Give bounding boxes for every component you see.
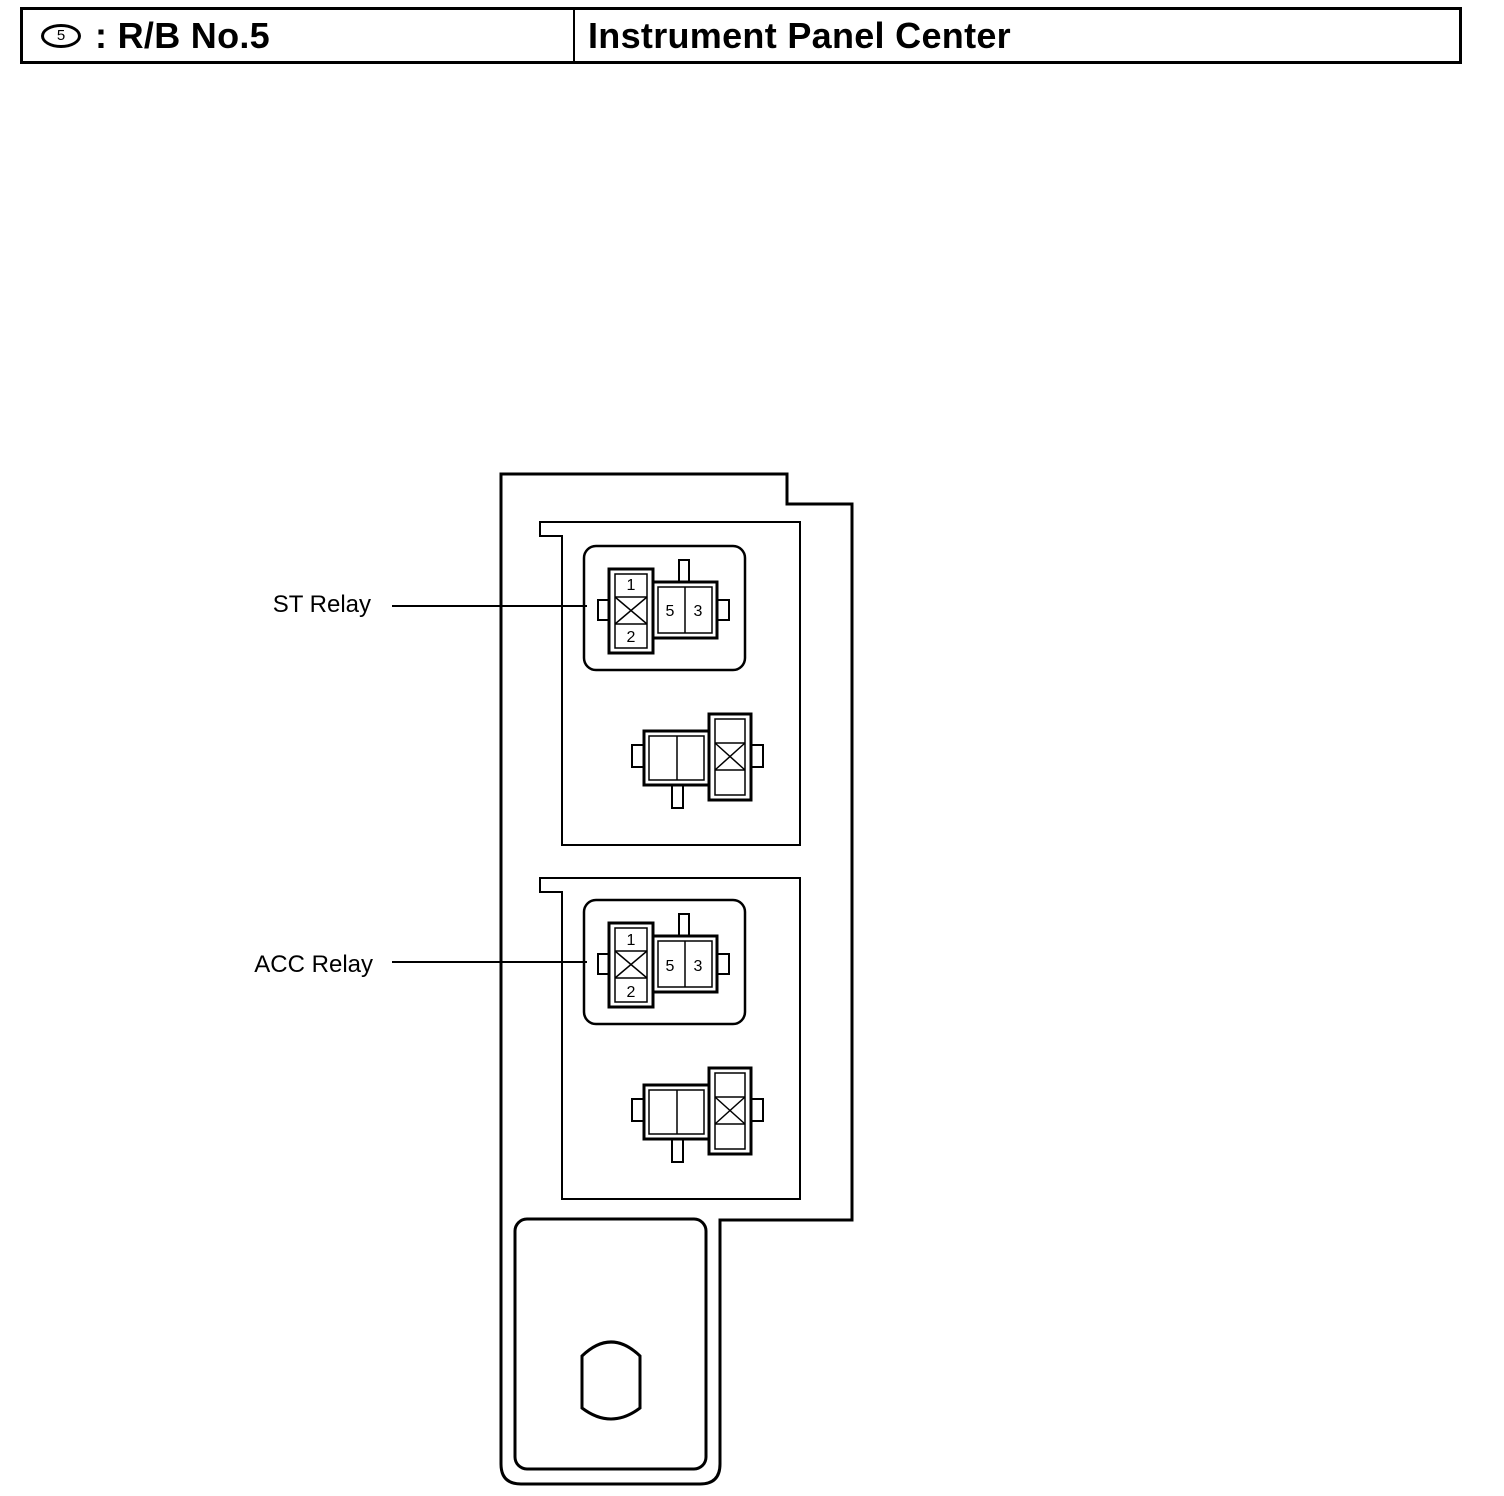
st-relay-pin-5: 5 xyxy=(666,603,675,620)
st-relay-pin-3: 3 xyxy=(694,603,703,620)
acc-relay-connector xyxy=(582,898,747,1026)
lock-hole xyxy=(580,1340,642,1421)
st-relay-pin-2: 2 xyxy=(627,629,636,646)
block-name: : R/B No.5 xyxy=(95,14,271,56)
block-location: Instrument Panel Center xyxy=(588,14,1011,56)
acc-relay-pin-2: 2 xyxy=(627,984,636,1001)
lower-tab-panel xyxy=(513,1217,708,1471)
diagram-header: 5 : R/B No.5 Instrument Panel Center xyxy=(20,7,1462,64)
connector-number-badge: 5 xyxy=(41,23,81,48)
acc-relay-pin-5: 5 xyxy=(666,958,675,975)
st-relay-connector xyxy=(582,544,747,672)
lower-empty-socket xyxy=(631,1066,764,1163)
location-cell: Instrument Panel Center xyxy=(575,10,1459,61)
upper-slot-panel xyxy=(539,521,801,846)
acc-relay-pin-3: 3 xyxy=(694,958,703,975)
lower-slot-panel xyxy=(539,877,801,1200)
acc-relay-label: ACC Relay xyxy=(254,951,373,978)
upper-empty-socket xyxy=(631,712,764,809)
st-relay-pin-1: 1 xyxy=(627,577,636,594)
block-id-cell: 5 : R/B No.5 xyxy=(23,10,575,61)
st-relay-label: ST Relay xyxy=(273,591,371,618)
relay-block-housing xyxy=(499,472,854,1486)
acc-relay-pin-1: 1 xyxy=(627,932,636,949)
